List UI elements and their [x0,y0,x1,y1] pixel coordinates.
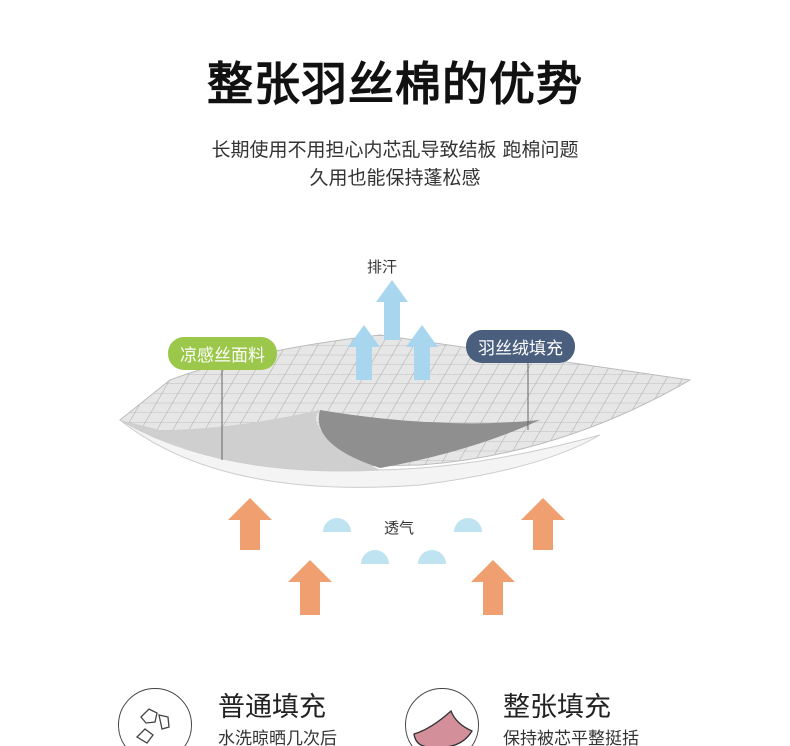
feature-subtitle-whole: 保持被芯平整挺括 [503,729,639,746]
up-arrow-icon [348,325,380,380]
up-arrow-icon [228,498,272,550]
sweat-arrows [348,280,438,380]
fabric-tag: 凉感丝面料 [168,337,277,370]
quilt-diagram [119,280,692,615]
filling-tag: 羽丝绒填充 [466,330,575,363]
up-arrow-icon [406,325,438,380]
feature-subtitle-normal: 水洗晾晒几次后 [218,729,337,746]
up-arrow-icon [521,498,565,550]
whole-filling-icon [405,688,479,746]
scattered-filling-icon [118,688,192,746]
page-title: 整张羽丝棉的优势 [207,57,583,111]
up-arrow-icon [376,280,408,340]
breath-label: 透气 [384,519,415,537]
up-arrow-icon [288,560,332,615]
air-bubbles [323,518,482,564]
subtitle-line-2: 久用也能保持蓬松感 [309,167,481,189]
heat-arrows [228,498,565,615]
sweat-label: 排汗 [367,258,398,276]
up-arrow-icon [471,560,515,615]
feature-title-normal: 普通填充 [218,692,326,723]
subtitle-line-1: 长期使用不用担心内芯乱导致结板 跑棉问题 [211,139,579,161]
feature-title-whole: 整张填充 [503,692,611,723]
